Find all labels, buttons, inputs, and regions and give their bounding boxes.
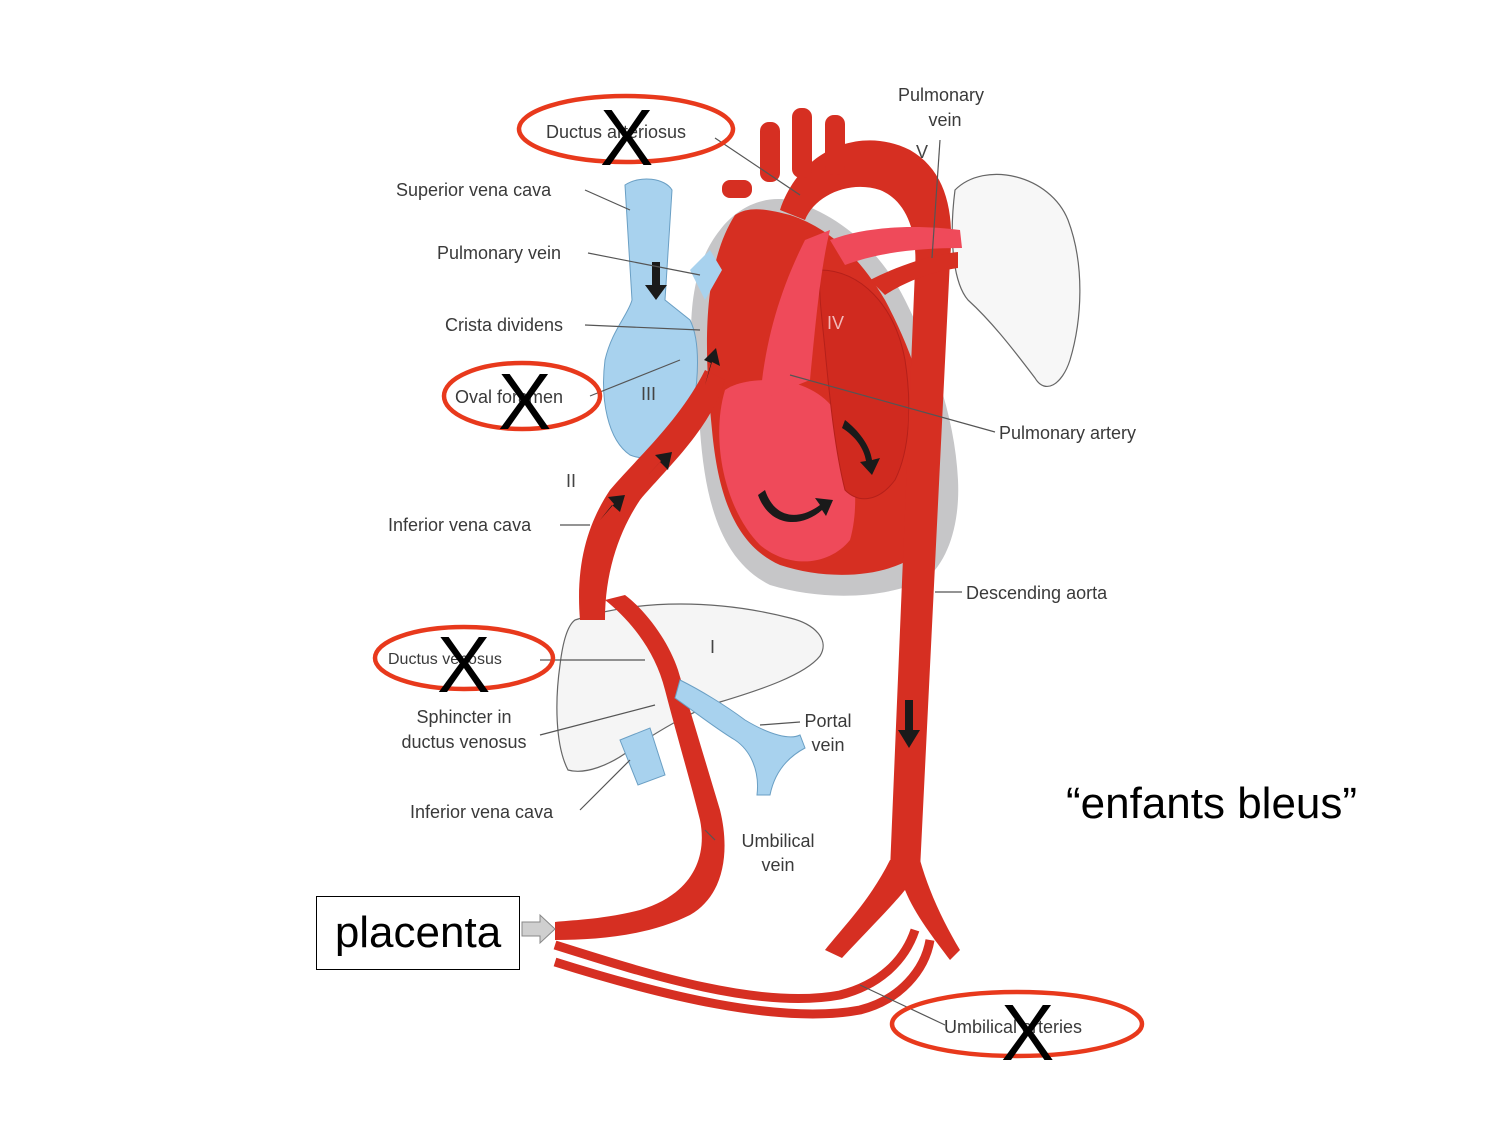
label-pulmonary-vein-top-line2: vein bbox=[928, 110, 962, 130]
umbilical-vein bbox=[555, 595, 725, 940]
numeral-ii: II bbox=[566, 471, 577, 491]
aorta bbox=[780, 140, 952, 871]
aortic-branch-1 bbox=[760, 122, 780, 182]
x-mark-ductus-arteriosus: X bbox=[600, 93, 654, 182]
x-mark-ductus-venosus: X bbox=[437, 620, 491, 709]
leader-lines bbox=[539, 137, 996, 1026]
circle-oval-foramen bbox=[441, 360, 603, 432]
circle-ductus-arteriosus bbox=[516, 93, 736, 165]
numeral-i: I bbox=[710, 637, 716, 657]
pulmonary-branch-to-lung bbox=[830, 227, 962, 265]
circle-ductus-venosus bbox=[372, 624, 556, 692]
arrow-ivc-1-icon bbox=[600, 495, 625, 520]
aortic-bifurcation bbox=[825, 860, 960, 960]
label-portal-vein-line1: Portal bbox=[804, 711, 852, 731]
aortic-branch-3 bbox=[825, 115, 845, 175]
removed-structure-circles bbox=[372, 93, 1145, 1059]
label-inferior-vena-cava-upper: Inferior vena cava bbox=[388, 515, 532, 535]
circle-umbilical-arteries bbox=[889, 989, 1145, 1059]
arrow-atrium-icon bbox=[704, 348, 720, 385]
label-oval-foramen: Oval foramen bbox=[455, 387, 564, 407]
arrow-svc-icon bbox=[645, 262, 667, 300]
caption-enfants-bleus: “enfants bleus” bbox=[1066, 779, 1358, 828]
label-umbilical-arteries: Umbilical arteries bbox=[944, 1017, 1083, 1037]
label-portal-vein-line2: vein bbox=[811, 735, 845, 755]
label-crista-dividens: Crista dividens bbox=[445, 315, 564, 335]
numeral-iii: III bbox=[641, 384, 657, 404]
label-umbilical-vein-line1: Umbilical bbox=[741, 831, 815, 851]
x-mark-oval-foramen: X bbox=[498, 357, 552, 446]
arrow-rv-icon bbox=[842, 420, 880, 475]
aortic-branch-2 bbox=[792, 108, 812, 178]
pulmonary-vein-to-lung bbox=[870, 252, 958, 295]
label-descending-aorta: Descending aorta bbox=[966, 583, 1108, 603]
label-pulmonary-artery: Pulmonary artery bbox=[999, 423, 1137, 443]
arrow-aorta-icon bbox=[898, 700, 920, 748]
label-superior-vena-cava: Superior vena cava bbox=[396, 180, 552, 200]
inferior-vena-cava bbox=[579, 370, 725, 620]
placenta-arrow-icon bbox=[521, 913, 556, 945]
label-sphincter-line2: ductus venosus bbox=[401, 732, 527, 752]
inferior-vena-cava-lower bbox=[619, 727, 666, 786]
lung-shape bbox=[951, 173, 1081, 388]
numeral-iv: IV bbox=[827, 313, 845, 333]
umbilical-artery-1 bbox=[553, 928, 920, 1004]
placenta-label-box: placenta bbox=[316, 896, 520, 970]
label-pulmonary-vein-left: Pulmonary vein bbox=[437, 243, 562, 263]
portal-vein bbox=[674, 679, 806, 796]
flow-arrows bbox=[600, 262, 920, 748]
label-umbilical-vein-line2: vein bbox=[761, 855, 795, 875]
x-mark-umbilical-arteries: X bbox=[1001, 988, 1055, 1077]
umbilical-artery-2 bbox=[553, 939, 935, 1019]
numeral-v: V bbox=[916, 142, 929, 162]
label-ductus-arteriosus: Ductus arteriosus bbox=[546, 122, 687, 142]
left-ventricle bbox=[719, 380, 856, 562]
label-sphincter-line1: Sphincter in bbox=[416, 707, 512, 727]
label-ductus-venosus: Ductus venosus bbox=[388, 651, 502, 668]
arrow-lv-icon bbox=[758, 490, 833, 523]
pulmonary-vein-blue bbox=[690, 250, 722, 300]
aortic-branch-side bbox=[722, 180, 752, 198]
pulmonary-trunk bbox=[760, 230, 830, 400]
arrow-ivc-2-icon bbox=[648, 452, 672, 475]
right-chamber bbox=[819, 269, 910, 500]
label-pulmonary-vein-top-line1: Pulmonary bbox=[897, 85, 985, 105]
label-inferior-vena-cava-lower: Inferior vena cava bbox=[410, 802, 554, 822]
